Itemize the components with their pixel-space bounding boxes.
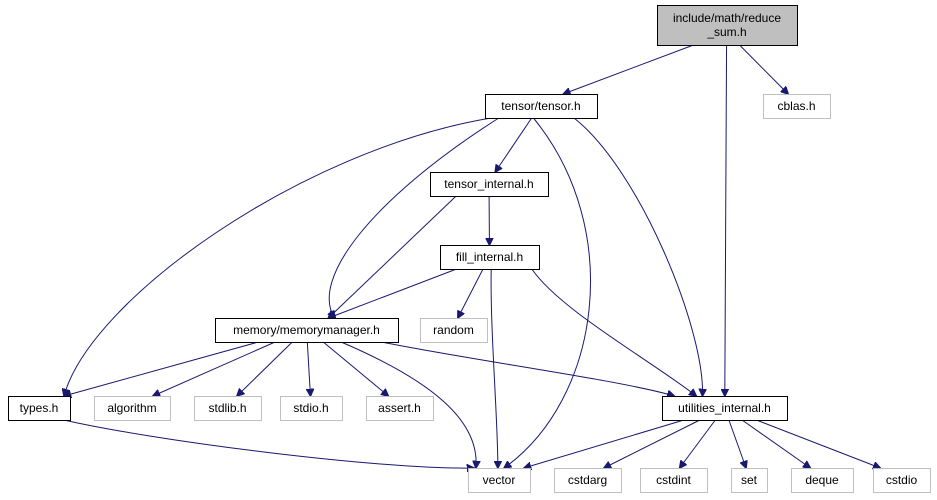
edge-tensor-to-vector <box>504 117 592 468</box>
node-box <box>215 318 399 343</box>
node-cblas: cblas.h <box>763 94 831 119</box>
node-box <box>94 396 171 421</box>
node-deque: deque <box>791 468 854 493</box>
edge-memorymanager-to-assert <box>322 341 388 396</box>
edge-memorymanager-to-types <box>64 341 259 396</box>
edge-utilities_internal-to-set <box>728 419 746 468</box>
edge-utilities_internal-to-deque <box>741 419 810 468</box>
node-vector: vector <box>468 468 531 493</box>
edge-tensor_internal-to-memorymanager <box>328 195 457 318</box>
node-utilities-internal[interactable]: utilities_internal.h <box>662 396 788 421</box>
edge-reduce_sum-to-utilities_internal <box>725 44 727 396</box>
node-types[interactable]: types.h <box>8 396 71 421</box>
edge-tensor-to-types <box>64 117 492 396</box>
edge-fill_internal-to-vector <box>490 268 498 468</box>
node-box <box>657 5 798 46</box>
node-box <box>640 468 708 493</box>
edge-memorymanager-to-utilities_internal <box>381 341 675 396</box>
node-label: types.h <box>20 401 59 415</box>
edge-memorymanager-to-vector <box>340 341 476 468</box>
edge-tensor-to-memorymanager <box>329 117 500 318</box>
node-label: utilities_internal.h <box>678 401 771 415</box>
node-label: memory/memorymanager.h <box>233 323 380 337</box>
node-box <box>430 172 549 197</box>
node-stdio: stdio.h <box>280 396 343 421</box>
node-box <box>731 468 768 493</box>
nodes-layer: include/math/reduce_sum.h tensor/tensor.h… <box>8 5 931 493</box>
node-label: _sum.h <box>706 25 746 39</box>
node-box <box>8 396 71 421</box>
node-box <box>791 468 854 493</box>
node-label: cstdarg <box>568 473 607 487</box>
node-box <box>366 396 434 421</box>
edge-utilities_internal-to-vector <box>524 419 685 468</box>
node-label: stdio.h <box>293 401 328 415</box>
node-box <box>763 94 831 119</box>
edge-utilities_internal-to-cstdarg <box>604 419 701 468</box>
edge-reduce_sum-to-tensor <box>563 44 694 94</box>
node-box <box>440 245 540 270</box>
edge-fill_internal-to-utilities_internal <box>531 268 697 396</box>
edge-fill_internal-to-memorymanager <box>328 268 457 318</box>
node-box <box>194 396 262 421</box>
node-box <box>280 396 343 421</box>
edge-utilities_internal-to-cstdio <box>756 419 880 468</box>
node-cstdarg: cstdarg <box>554 468 622 493</box>
node-cstdio: cstdio <box>873 468 931 493</box>
node-random: random <box>420 318 488 343</box>
node-fill-internal[interactable]: fill_internal.h <box>440 245 540 270</box>
node-label: set <box>741 473 758 487</box>
node-label: vector <box>483 473 516 487</box>
node-box <box>468 468 531 493</box>
node-tensor-internal[interactable]: tensor_internal.h <box>430 172 549 197</box>
edge-utilities_internal-to-cstdint <box>680 419 716 468</box>
node-label: tensor/tensor.h <box>501 99 580 113</box>
node-box <box>662 396 788 421</box>
node-assert: assert.h <box>366 396 434 421</box>
node-label: assert.h <box>378 401 421 415</box>
node-tensor[interactable]: tensor/tensor.h <box>485 94 598 119</box>
node-cstdint: cstdint <box>640 468 708 493</box>
node-label: include/math/reduce <box>673 11 781 25</box>
edge-fill_internal-to-random <box>458 268 484 318</box>
edge-tensor-to-tensor_internal <box>495 117 533 172</box>
node-label: algorithm <box>107 401 156 415</box>
edge-reduce_sum-to-cblas <box>739 44 789 94</box>
node-label: stdlib.h <box>208 401 246 415</box>
node-label: cstdint <box>656 473 691 487</box>
node-set: set <box>731 468 768 493</box>
node-label: cstdio <box>886 473 918 487</box>
edge-tensor-to-utilities_internal <box>573 117 703 396</box>
node-stdlib: stdlib.h <box>194 396 262 421</box>
node-label: deque <box>805 473 839 487</box>
node-box <box>420 318 488 343</box>
node-algorithm: algorithm <box>94 396 171 421</box>
edge-memorymanager-to-stdio <box>307 341 310 396</box>
node-label: random <box>433 323 474 337</box>
node-label: tensor_internal.h <box>444 177 533 191</box>
node-box <box>485 94 598 119</box>
node-label: cblas.h <box>777 99 815 113</box>
node-label: fill_internal.h <box>456 250 523 264</box>
edge-memorymanager-to-stdlib <box>237 341 293 396</box>
node-box <box>554 468 622 493</box>
node-box <box>873 468 931 493</box>
node-reduce-sum[interactable]: include/math/reduce_sum.h <box>657 5 798 46</box>
edge-memorymanager-to-algorithm <box>153 341 276 396</box>
edge-types-to-vector <box>63 419 474 468</box>
edges-layer <box>63 44 880 468</box>
node-memorymanager[interactable]: memory/memorymanager.h <box>215 318 399 343</box>
